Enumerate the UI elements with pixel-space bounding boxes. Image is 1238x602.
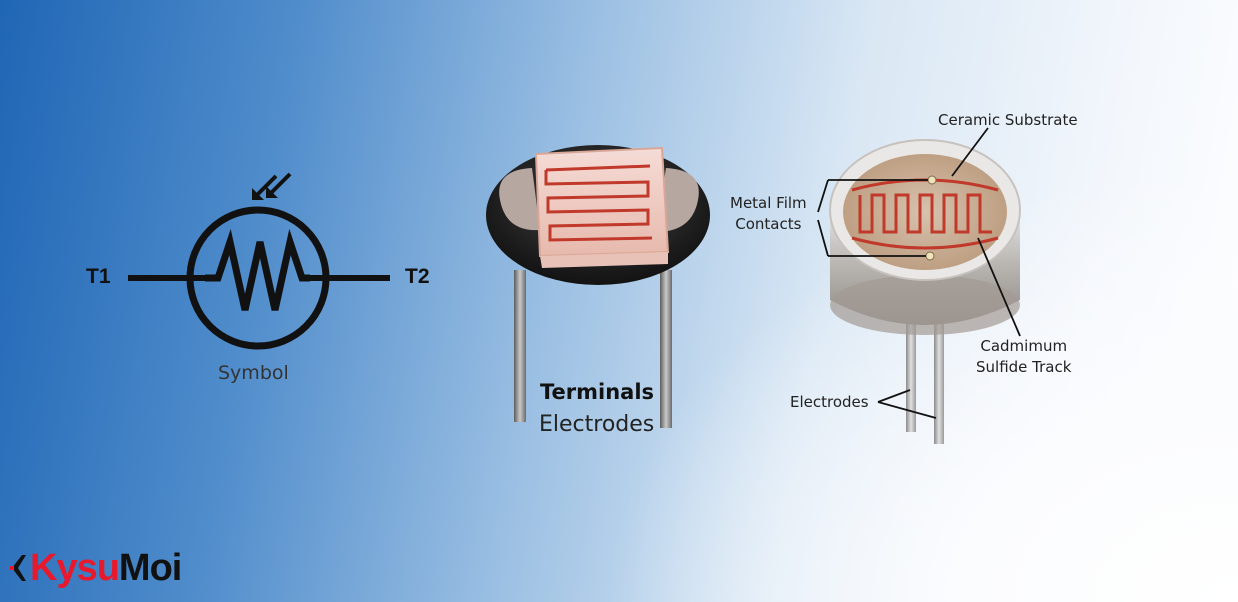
terminal-1-label: T1 xyxy=(86,265,111,288)
logo-text-moi: Moi xyxy=(118,546,182,589)
cadmium-sulfide-track-label: Cadmimum Sulfide Track xyxy=(976,336,1071,378)
ceramic-substrate-label: Ceramic Substrate xyxy=(938,111,1078,129)
metal-contact-bottom xyxy=(925,251,935,261)
electrodes-label-top-view: Electrodes xyxy=(790,393,869,411)
cadmium-label-line2: Sulfide Track xyxy=(976,358,1072,376)
ldr-symbol xyxy=(128,172,390,350)
photoresistor-top-image xyxy=(817,127,1021,444)
light-arrows-icon xyxy=(252,172,292,200)
sulfide-track xyxy=(544,164,653,242)
ceramic-disk xyxy=(843,154,1007,270)
metal-contact-top xyxy=(927,175,937,185)
terminal-leg-right xyxy=(660,270,672,428)
symbol-caption: Symbol xyxy=(218,362,289,384)
resistor-zigzag-icon xyxy=(205,228,310,311)
terminal-2-label: T2 xyxy=(405,265,430,288)
kysumoi-logo: Kysu Moi xyxy=(10,546,182,590)
logo-mark-icon xyxy=(10,555,26,581)
electrode-leg-left xyxy=(906,320,916,432)
metal-film-contacts-label: Metal Film Contacts xyxy=(730,193,807,235)
metal-film-label-line2: Contacts xyxy=(735,215,802,233)
photoresistor-side-image xyxy=(486,145,710,428)
leader-lines xyxy=(817,127,1021,419)
terminal-leg-left xyxy=(514,270,526,422)
electrodes-label: Electrodes xyxy=(539,412,655,437)
logo-text-kysu: Kysu xyxy=(30,546,120,589)
ldr-can-bottom xyxy=(830,275,1020,335)
metal-clip-left xyxy=(499,168,540,231)
electrode-leg-right xyxy=(934,320,944,444)
metal-film-label-line1: Metal Film xyxy=(730,194,807,212)
track-rail-bottom xyxy=(851,236,999,250)
terminals-label: Terminals xyxy=(540,380,655,404)
symbol-circle xyxy=(186,206,330,350)
ldr-skirt xyxy=(540,252,668,268)
cadmium-track xyxy=(858,193,992,234)
cadmium-label-line1: Cadmimum xyxy=(980,337,1068,355)
